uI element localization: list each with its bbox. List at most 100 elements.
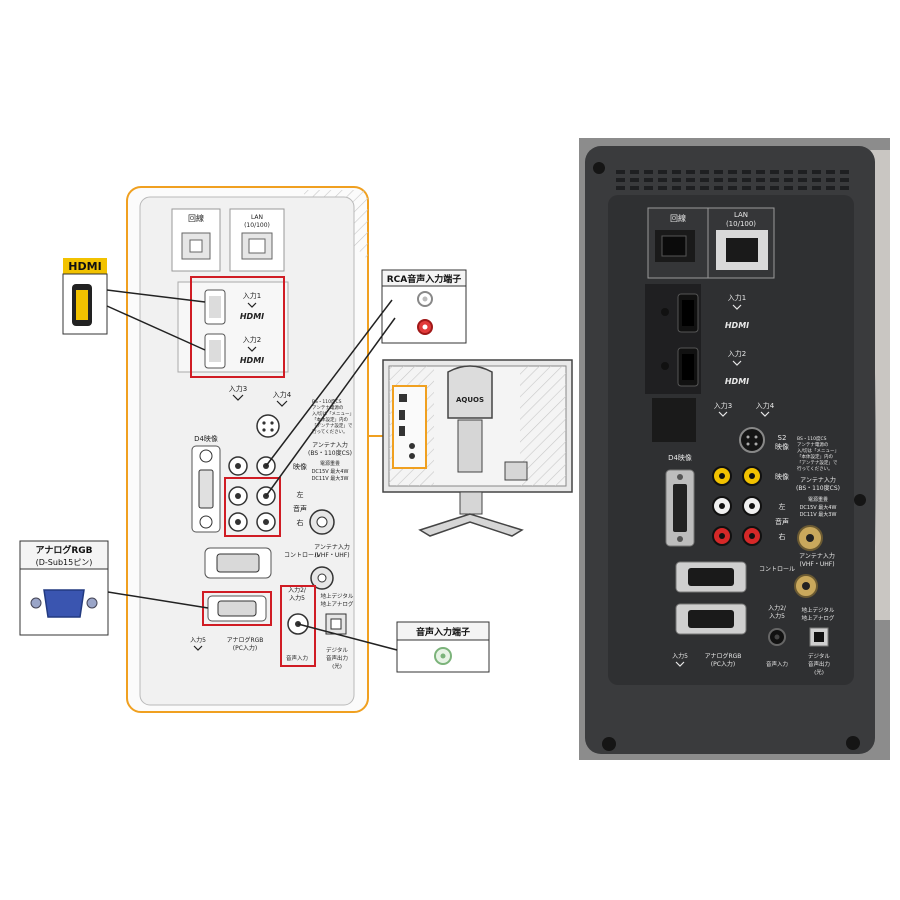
digital-out-label: デジタル — [326, 646, 348, 654]
photo-screw — [846, 736, 860, 750]
photo-hdmi1-label: 入力1 — [728, 293, 746, 302]
callout-hdmi-label: HDMI — [68, 260, 101, 273]
s-video-pin — [262, 428, 266, 432]
photo-lan-label: LAN — [734, 211, 748, 219]
antenna-note: BS・110度CS アンテナ電源の 入/切は「メニュー」 「本体設定」内の 「ア… — [312, 398, 354, 435]
photo-antenna-vhf-label: アンテナ入力 — [799, 552, 835, 560]
input-arrow-icon — [247, 302, 257, 308]
vga-port-socket — [217, 600, 257, 617]
terrestrial-label: 地上デジタル — [321, 592, 354, 600]
audio-label: 音声 — [293, 504, 307, 513]
d4-label: D4映像 — [194, 434, 218, 443]
s-video-port — [256, 414, 280, 438]
power-line-1: DC15V 最大4W — [312, 468, 349, 475]
digital-out-optical: (光) — [332, 662, 342, 670]
photo-vga-port-socket — [688, 610, 734, 628]
photo-antenna-note-line: 行ってください。 — [797, 465, 833, 472]
rca-jack-pin — [235, 463, 241, 469]
tv-rear-hatch — [520, 366, 566, 486]
photo-antenna-vhf-sub: (VHF・UHF) — [799, 561, 834, 568]
photo-right-label: 右 — [779, 532, 786, 541]
callout-analog-rgb: アナログRGB (D-Sub15ピン) — [19, 540, 209, 636]
control-label: コントロール — [284, 552, 320, 559]
callout-hdmi: HDMI — [62, 258, 206, 351]
photo-screw — [593, 162, 605, 174]
rca-white-plug-icon-center — [422, 296, 428, 302]
photo-line-label: 回線 — [670, 213, 686, 223]
callout-analog-rgb-label: アナログRGB — [36, 544, 93, 556]
photo-audio-input-pin — [774, 634, 780, 640]
callout-hdmi-leader — [106, 305, 206, 351]
photo-vhf-antenna-center — [802, 582, 810, 590]
lan-port-speed: (10/100) — [244, 222, 270, 229]
input2-5-label: 入力2/ — [288, 586, 307, 594]
vga-connector-icon — [43, 589, 85, 618]
photo-audio-in-label: 音声入力 — [766, 660, 788, 668]
photo-d4-port-socket — [673, 484, 687, 532]
photo-optical-socket — [814, 632, 824, 642]
photo-hdmi-latch — [661, 362, 669, 370]
hdmi2-logo: HDMI — [240, 356, 264, 365]
rca-jack-pin — [235, 519, 241, 525]
photo-s-video-pin — [754, 442, 758, 446]
hdmi-highlight — [190, 276, 285, 378]
s-video-pin — [262, 421, 266, 425]
photo-rca-pin — [719, 503, 725, 509]
audio-in-label: 音声入力 — [286, 654, 308, 662]
antenna-note-line: 入/切は「メニュー」 — [312, 410, 354, 417]
analog-rgb-pc-label: アナログRGB — [227, 636, 264, 644]
photo-rca-pin — [749, 533, 755, 539]
photo-input5-label: 入力5 — [672, 652, 688, 660]
hdmi-connector-icon-inner — [76, 290, 88, 320]
photo-antenna-note-line: アンテナ電源の — [797, 441, 829, 448]
photo-digital-out-optical: (光) — [814, 668, 824, 676]
input-arrow-icon — [732, 360, 742, 366]
photo-rca-pin — [719, 473, 725, 479]
photo-digital-out-label: デジタル — [808, 652, 830, 660]
callout-rca-leader — [265, 317, 396, 497]
tv-port-mini — [399, 394, 407, 402]
input4-label: 入力4 — [273, 390, 292, 399]
photo-antenna-note-line: 「アンテナ設定」で — [797, 459, 838, 466]
tv-rear-photo: 回線 LAN (10/100) 入力1 HDMI 入力2 HDMI 入力3 入力… — [579, 138, 890, 760]
s-video-pin — [270, 421, 274, 425]
photo-input3-label: 入力3 — [714, 401, 732, 410]
input-arrow-icon — [232, 394, 244, 401]
d4-screw — [199, 515, 213, 529]
callout-hdmi-tag — [63, 258, 107, 274]
callout-rca-leader — [265, 299, 393, 467]
video-label: 映像 — [293, 462, 307, 471]
vhf-antenna-port-center — [317, 573, 327, 583]
tv-port-mini — [409, 453, 415, 459]
callout-analog-rgb-tag — [19, 540, 109, 570]
photo-terrestrial-sub: 地上アナログ — [802, 614, 835, 622]
photo-input4-label: 入力4 — [756, 401, 775, 410]
photo-s2-label: S2 — [778, 434, 787, 442]
photo-s-video-port — [739, 427, 765, 453]
rca-jack-pin — [263, 519, 269, 525]
power-supply-label: 電源重畳 — [320, 460, 340, 467]
input-arrow-icon — [193, 645, 203, 651]
photo-stand-side — [862, 150, 890, 620]
vga-screw-icon — [30, 597, 42, 609]
antenna-note-line: 「本体設定」内の — [312, 416, 348, 423]
rca-highlight — [224, 477, 281, 537]
callout-rca-label: RCA音声入力端子 — [387, 273, 462, 285]
photo-antenna-bs-sub: (BS・110度CS) — [796, 484, 840, 492]
photo-power-line-1: DC15V 最大4W — [800, 504, 837, 511]
photo-d4-label: D4映像 — [668, 453, 692, 462]
tv-power-port — [504, 461, 528, 481]
tv-rear-thumbnail: AQUOS — [368, 359, 573, 537]
photo-d4-screw — [677, 536, 683, 542]
photo-hdmi-latch — [661, 308, 669, 316]
s-video-pin — [270, 428, 274, 432]
input-arrow-icon — [718, 411, 728, 417]
bs-antenna-port-center — [316, 516, 328, 528]
photo-hdmi2-port-inner — [682, 354, 694, 380]
photo-antenna-note-line: 入/切は「メニュー」 — [797, 447, 839, 454]
photo-control-label: コントロール — [759, 566, 795, 573]
photo-left-label: 左 — [779, 502, 786, 511]
photo-bs-antenna-center — [806, 534, 814, 542]
tv-stand-handle — [447, 365, 493, 419]
